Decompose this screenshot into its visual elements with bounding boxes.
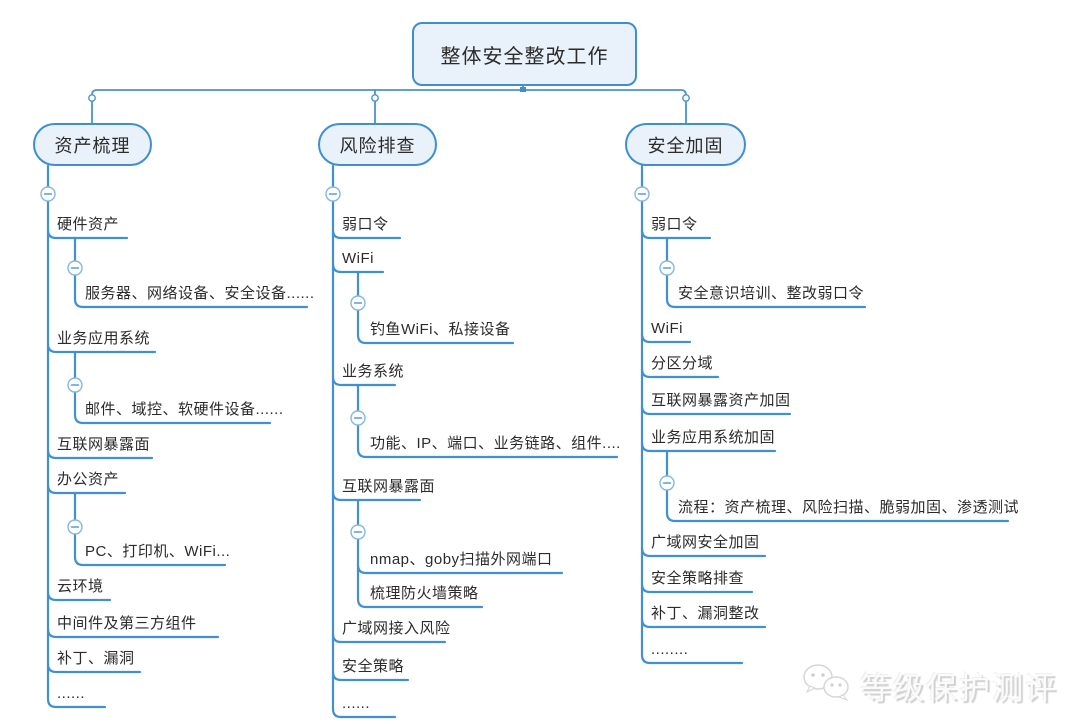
topic-phishing-wifi[interactable]: 钓鱼WiFi、私接设备	[370, 321, 511, 338]
topic-function-ip-port[interactable]: 功能、IP、端口、业务链路、组件....	[370, 435, 621, 452]
topic-internet-exposure-1[interactable]: 互联网暴露面	[57, 436, 151, 453]
wechat-icon	[800, 661, 852, 710]
topic-firewall-policy-review[interactable]: 梳理防火墙策略	[370, 585, 479, 602]
topic-ellipsis-2[interactable]: ......	[342, 695, 371, 712]
topic-weak-password-fix[interactable]: 弱口令	[651, 216, 698, 233]
topic-hardware-assets[interactable]: 硬件资产	[57, 216, 120, 233]
topic-cloud-environment[interactable]: 云环境	[57, 578, 104, 595]
topic-hardening-process[interactable]: 流程：资产梳理、风险扫描、脆弱加固、渗透测试	[678, 499, 1020, 516]
topic-internet-exposure-2[interactable]: 互联网暴露面	[342, 478, 436, 495]
branch-asset-inventory[interactable]: 资产梳理	[33, 123, 152, 166]
topic-awareness-training[interactable]: 安全意识培训、整改弱口令	[678, 285, 865, 302]
topic-wifi-hardening[interactable]: WiFi	[651, 320, 683, 337]
topic-office-assets[interactable]: 办公资产	[57, 471, 120, 488]
collapse-button[interactable]	[350, 295, 366, 311]
collapse-button[interactable]	[659, 475, 675, 491]
branch-security-hardening[interactable]: 安全加固	[625, 123, 746, 166]
collapse-button[interactable]	[325, 186, 341, 202]
collapse-button[interactable]	[350, 524, 366, 540]
collapse-button[interactable]	[659, 260, 675, 276]
topic-zoning[interactable]: 分区分域	[651, 355, 714, 372]
collapse-button[interactable]	[67, 377, 83, 393]
root-topic[interactable]: 整体安全整改工作	[412, 22, 637, 86]
branch-risk-investigation[interactable]: 风险排查	[318, 123, 437, 166]
topic-wan-hardening[interactable]: 广域网安全加固	[651, 534, 760, 551]
topic-pc-printer-wifi[interactable]: PC、打印机、WiFi...	[85, 543, 231, 560]
topic-servers-network-devices[interactable]: 服务器、网络设备、安全设备......	[85, 285, 315, 302]
topic-policy-review[interactable]: 安全策略排查	[651, 570, 745, 587]
collapse-button[interactable]	[67, 519, 83, 535]
topic-wan-access-risk[interactable]: 广域网接入风险	[342, 620, 451, 637]
topic-nmap-goby-scan[interactable]: nmap、goby扫描外网端口	[370, 551, 553, 568]
topic-business-app-systems[interactable]: 业务应用系统	[57, 330, 151, 347]
topic-wifi-risk[interactable]: WiFi	[342, 250, 374, 267]
topic-patch-vulnerability[interactable]: 补丁、漏洞	[57, 650, 135, 667]
topic-middleware-thirdparty[interactable]: 中间件及第三方组件	[57, 615, 197, 632]
topic-exposed-asset-hardening[interactable]: 互联网暴露资产加固	[651, 392, 791, 409]
topic-patch-vuln-remediation[interactable]: 补丁、漏洞整改	[651, 605, 760, 622]
topic-mail-domain-devices[interactable]: 邮件、域控、软硬件设备......	[85, 401, 284, 418]
topic-security-policy[interactable]: 安全策略	[342, 658, 405, 675]
collapse-button[interactable]	[67, 260, 83, 276]
collapse-button[interactable]	[634, 186, 650, 202]
topic-business-systems[interactable]: 业务系统	[342, 363, 405, 380]
topic-business-app-hardening[interactable]: 业务应用系统加固	[651, 429, 776, 446]
watermark: 等级保护测评	[800, 661, 1058, 710]
topic-ellipsis-1[interactable]: ......	[57, 685, 86, 702]
collapse-button[interactable]	[350, 410, 366, 426]
topic-weak-password-risk[interactable]: 弱口令	[342, 216, 389, 233]
collapse-button[interactable]	[40, 186, 56, 202]
watermark-text: 等级保护测评	[860, 671, 1058, 706]
topic-ellipsis-3[interactable]: ........	[651, 641, 689, 658]
